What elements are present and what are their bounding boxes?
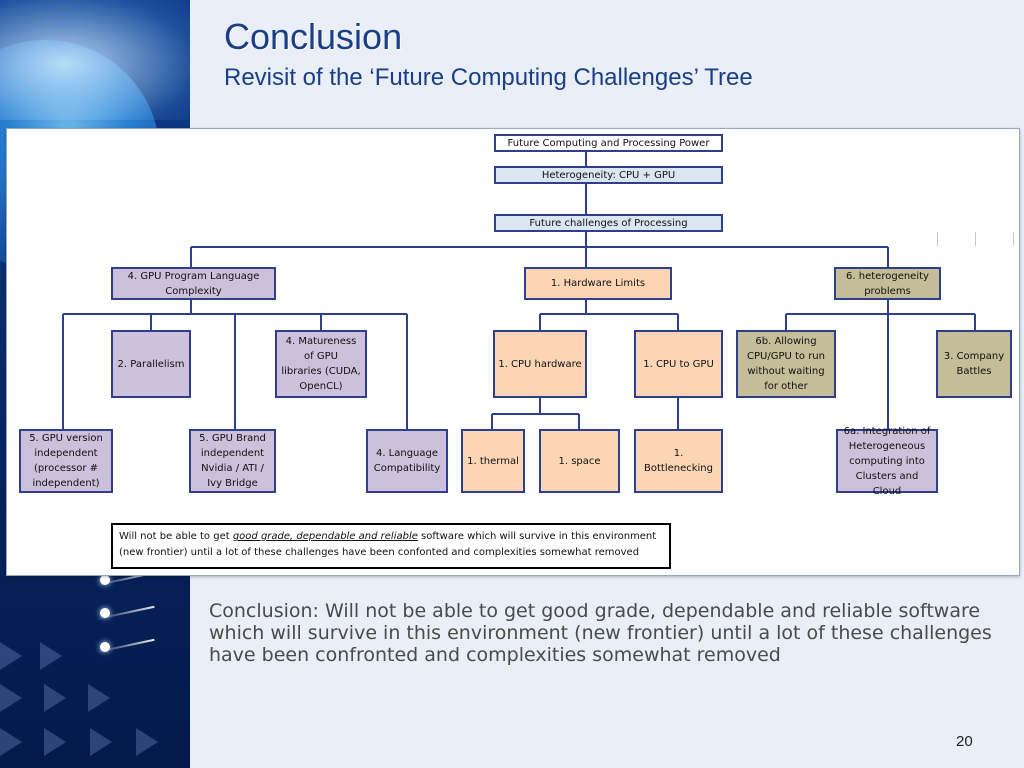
node-gpu-version-independent: 5. GPU version independent (processor # … <box>19 429 113 493</box>
node-bottlenecking: 1. Bottlenecking <box>634 429 723 493</box>
gridline-fragment <box>975 232 976 246</box>
arrow-shape <box>44 684 66 712</box>
note-text-emphasis: good grade, dependable and reliable <box>232 531 418 542</box>
node-company-battles: 3. Company Battles <box>936 330 1012 398</box>
node-cpu-to-gpu: 1. CPU to GPU <box>634 330 723 398</box>
arrow-shape <box>90 728 112 756</box>
node-heterogeneous-integration: 6a. Integration of Heterogeneous computi… <box>836 426 938 497</box>
arrow-shape <box>88 684 110 712</box>
arrow-shape <box>0 728 22 756</box>
node-heterogeneity: Heterogeneity: CPU + GPU <box>494 166 723 184</box>
node-gpu-library-matureness: 4. Matureness of GPU libraries (CUDA, Op… <box>275 330 367 398</box>
node-future-challenges: Future challenges of Processing <box>494 214 723 232</box>
arrow-shape <box>0 684 22 712</box>
arrow-shape <box>136 728 158 756</box>
node-language-compatibility: 4. Language Compatibility <box>366 429 448 493</box>
conclusion-body-text: Conclusion: Will not be able to get good… <box>209 600 992 666</box>
gridline-fragment <box>937 232 938 246</box>
arrow-shape <box>40 642 62 670</box>
diagram-note-box: Will not be able to get good grade, depe… <box>111 523 671 569</box>
node-gpu-language-complexity: 4. GPU Program Language Complexity <box>111 267 276 300</box>
node-heterogeneity-problems: 6. heterogeneity problems <box>834 267 941 300</box>
challenges-tree-diagram: Future Computing and Processing Power He… <box>6 128 1020 576</box>
node-hardware-limits: 1. Hardware Limits <box>524 267 672 300</box>
slide-title: Conclusion <box>224 16 403 57</box>
page-number: 20 <box>956 733 973 750</box>
gridline-fragment <box>1013 232 1014 246</box>
node-gpu-brand-independent: 5. GPU Brand independent Nvidia / ATI / … <box>189 429 276 493</box>
arrow-shape <box>0 642 22 670</box>
node-space: 1. space <box>539 429 620 493</box>
node-thermal: 1. thermal <box>461 429 525 493</box>
glow-dot <box>100 575 110 585</box>
glow-dot <box>100 642 110 652</box>
note-text-suffix: software which will survive in this envi… <box>119 531 657 558</box>
node-cpu-hardware: 1. CPU hardware <box>493 330 587 398</box>
note-text-prefix: Will not be able to get <box>119 531 233 542</box>
slide-subtitle: Revisit of the ‘Future Computing Challen… <box>224 64 753 91</box>
tree-connectors <box>62 151 976 431</box>
arrow-shape <box>44 728 66 756</box>
node-cpu-gpu-concurrency: 6b. Allowing CPU/GPU to run without wait… <box>736 330 836 398</box>
glow-dot <box>100 608 110 618</box>
node-parallelism: 2. Parallelism <box>111 330 191 398</box>
light-glow <box>0 0 190 120</box>
node-future-computing-power: Future Computing and Processing Power <box>494 134 723 152</box>
